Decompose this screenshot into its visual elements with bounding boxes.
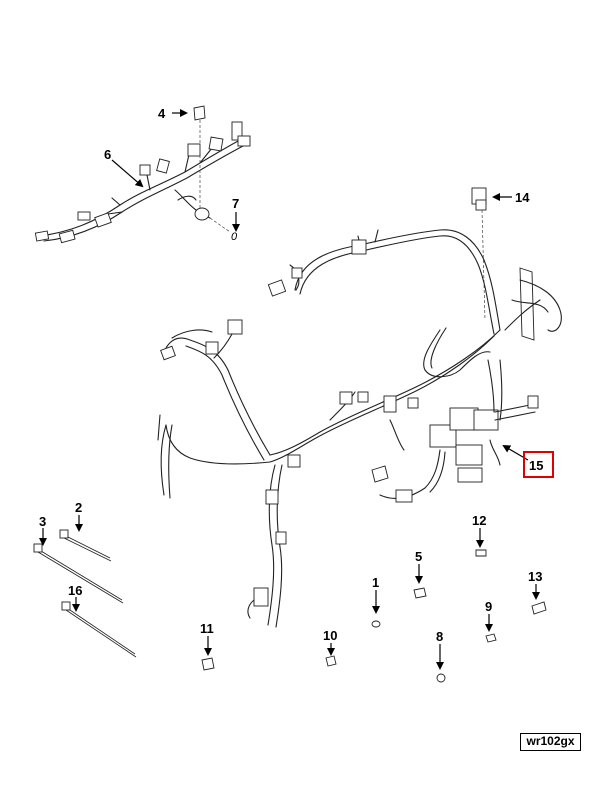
callout-10[interactable]: 10	[323, 628, 337, 643]
leader-lines	[39, 109, 540, 670]
callout-11[interactable]: 11	[200, 621, 214, 636]
fastener-part-11	[201, 657, 215, 671]
o-ring-part-7-glyph: 0	[231, 231, 238, 243]
connector-part-14	[471, 187, 487, 321]
callout-15[interactable]: 15	[529, 458, 543, 473]
callout-4[interactable]: 4	[158, 106, 166, 121]
callout-16[interactable]: 16	[68, 583, 82, 598]
callout-5[interactable]: 5	[415, 549, 422, 564]
callout-6[interactable]: 6	[104, 147, 111, 162]
cable-tie-part-3	[33, 543, 124, 604]
fastener-part-8	[436, 673, 446, 683]
highlight-box-callout-15	[523, 451, 554, 478]
callout-7[interactable]: 7	[232, 196, 239, 211]
cable-tie-part-2	[59, 529, 112, 562]
callout-1[interactable]: 1	[372, 575, 379, 590]
callout-9[interactable]: 9	[485, 599, 492, 614]
cable-tie-part-16	[61, 601, 137, 658]
diagram-id-label: wr102gx	[520, 733, 581, 751]
fastener-part-12	[475, 549, 487, 557]
callout-12[interactable]: 12	[472, 513, 486, 528]
callout-8[interactable]: 8	[436, 629, 443, 644]
main-harness-part-15	[157, 229, 562, 628]
small-harness-part-6	[34, 120, 251, 244]
callout-3[interactable]: 3	[39, 514, 46, 529]
fastener-part-13	[531, 601, 547, 615]
fastener-part-9	[485, 633, 497, 643]
callout-13[interactable]: 13	[528, 569, 542, 584]
callout-14[interactable]: 14	[515, 190, 530, 205]
clip-part-4	[193, 105, 206, 121]
fastener-part-5	[413, 587, 427, 599]
callout-labels: 4 6 7 14 15 2 3 16 1 5 12 13 9 8 10 11	[39, 106, 543, 644]
fastener-part-10	[325, 655, 337, 667]
fastener-part-1	[371, 620, 381, 628]
callout-2[interactable]: 2	[75, 500, 82, 515]
